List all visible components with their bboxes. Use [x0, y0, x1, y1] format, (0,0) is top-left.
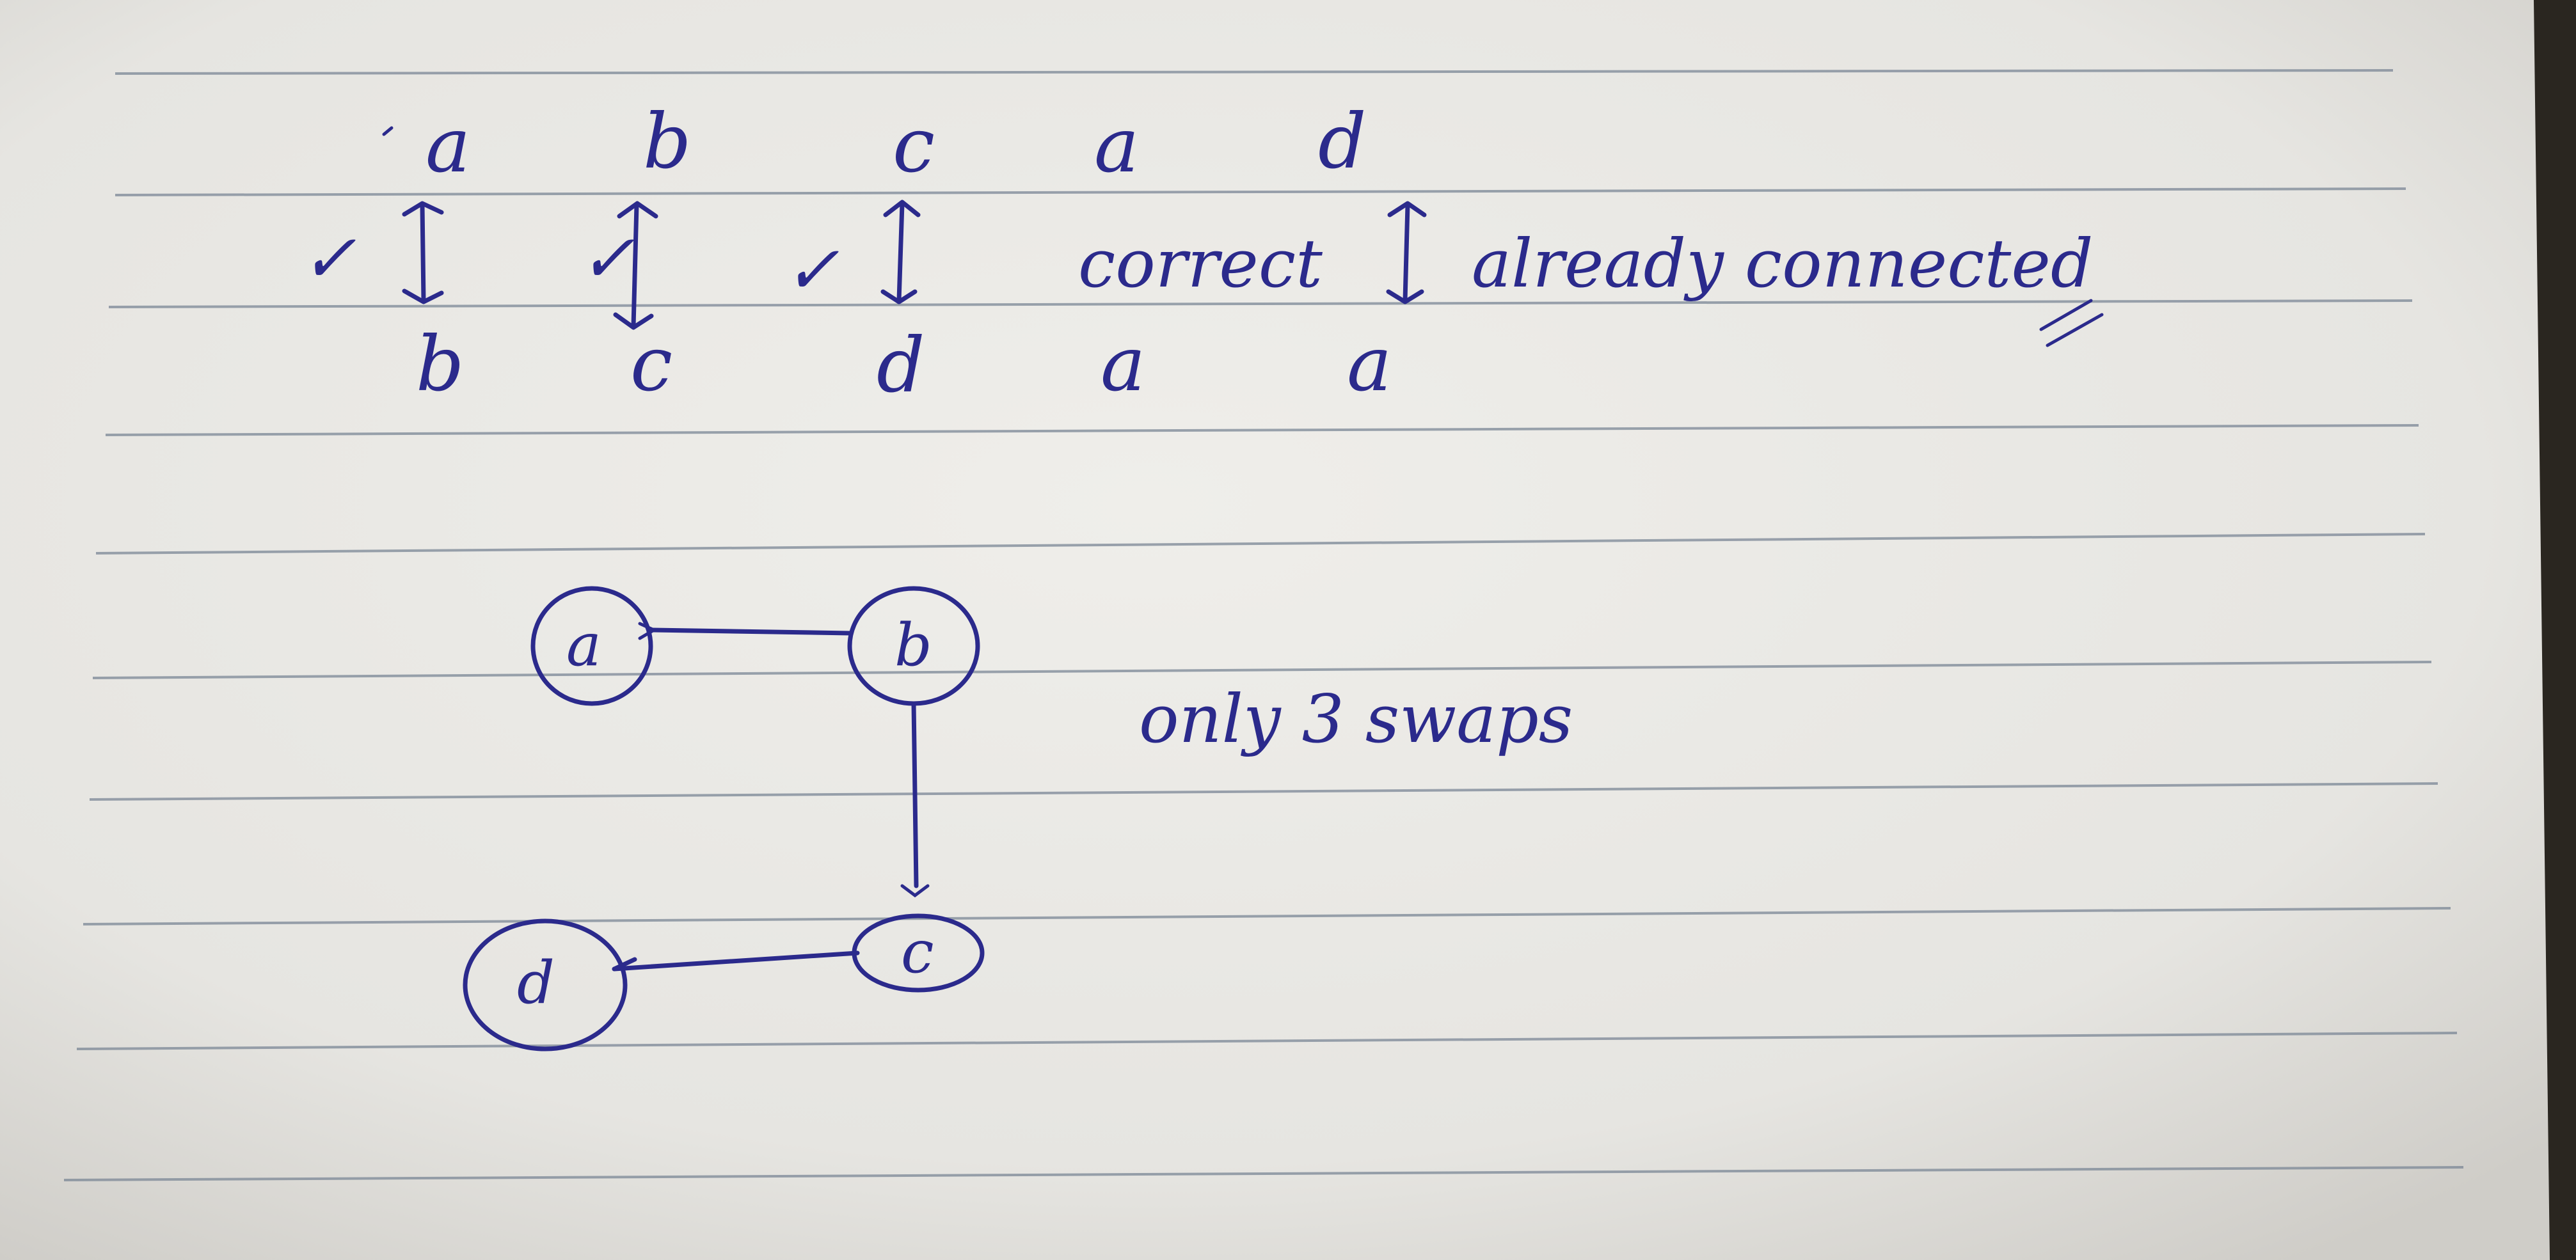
- note-only-3-swaps: only 3 swaps: [1139, 680, 1573, 758]
- check-mark-2: ✓: [579, 219, 635, 297]
- node-a-circle: [530, 586, 653, 706]
- edge-b-c: [911, 701, 919, 888]
- note-correct: correct: [1078, 224, 1323, 303]
- pair-5-top: d: [1318, 97, 1367, 185]
- pair-1-bottom: b: [416, 320, 465, 408]
- top-row-letters: a b c a d: [425, 97, 1367, 189]
- node-c-label: c: [901, 918, 934, 986]
- check-marks: ✓ ✓ ✓: [301, 219, 839, 309]
- bottom-row-letters: b c d a a: [416, 320, 1392, 409]
- check-mark-1: ✓: [301, 219, 356, 297]
- pair-2-bottom: c: [630, 320, 672, 408]
- pair-2-top: b: [643, 97, 692, 185]
- node-b-label: b: [894, 611, 932, 679]
- node-a-label: a: [566, 611, 601, 679]
- edge-a-b: [650, 627, 854, 636]
- double-arrows: [402, 200, 1427, 330]
- stray-mark: [382, 126, 394, 136]
- double-slash-mark: [2039, 299, 2104, 347]
- arrow-3: [880, 200, 921, 304]
- arrow-1: [402, 201, 444, 304]
- pair-4-top: a: [1094, 101, 1139, 189]
- node-b-circle: [847, 586, 980, 706]
- arrow-5: [1386, 201, 1427, 304]
- edge-c-d: [612, 950, 860, 972]
- arrow-2: [613, 201, 658, 330]
- pair-5-bottom: a: [1347, 320, 1392, 408]
- node-d-circle: [463, 918, 628, 1051]
- pair-1-top: a: [425, 101, 470, 189]
- pair-3-bottom: d: [877, 321, 925, 409]
- check-mark-3: ✓: [784, 231, 839, 309]
- note-already-connected: already connected: [1472, 224, 2093, 303]
- ruled-lines: [63, 69, 2464, 1181]
- pair-3-top: c: [893, 101, 935, 189]
- node-c-circle: [852, 913, 985, 993]
- pair-4-bottom: a: [1101, 320, 1145, 408]
- graph-diagram: a b c d: [463, 586, 985, 1051]
- node-d-label: d: [517, 949, 555, 1017]
